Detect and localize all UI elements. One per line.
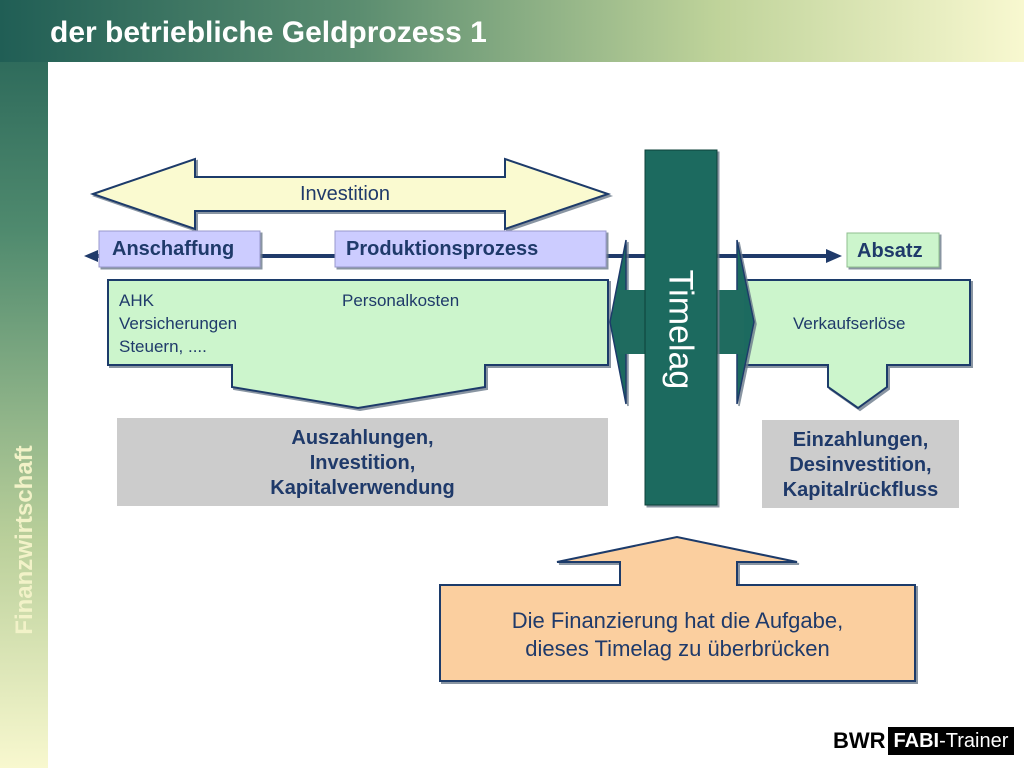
anschaffung-box bbox=[98, 230, 261, 268]
cost-versicherungen: Versicherungen bbox=[119, 314, 238, 333]
investition-label: Investition bbox=[300, 183, 391, 205]
logo-fabi-trainer-box: FABI-Trainer bbox=[887, 727, 1015, 755]
timelag-label: Timelag bbox=[661, 269, 700, 390]
einzahlungen-line-3: Kapitalrückfluss bbox=[782, 479, 939, 501]
auszahlungen-text: Auszahlungen, Investition, Kapitalverwen… bbox=[117, 426, 608, 501]
bwr-logo: BWR FABI-Trainer bbox=[833, 727, 1015, 755]
logo-fabi: FABI bbox=[893, 730, 940, 752]
title-bar: der betriebliche Geldprozess 1 bbox=[0, 0, 1024, 62]
financing-callout bbox=[439, 535, 916, 682]
sidebar: Finanzwirtschaft bbox=[0, 0, 48, 768]
auszahlungen-line-3: Kapitalverwendung bbox=[270, 477, 455, 499]
anschaffung-label: Anschaffung bbox=[112, 238, 235, 260]
auszahlungen-line-1: Auszahlungen, bbox=[291, 427, 434, 449]
absatz-label: Absatz bbox=[857, 240, 923, 262]
timelag-bar bbox=[644, 149, 718, 506]
investition-arrow bbox=[89, 157, 612, 231]
einzahlungen-text: Einzahlungen, Desinvestition, Kapitalrüc… bbox=[762, 428, 959, 503]
logo-bwr: BWR bbox=[833, 728, 886, 753]
revenue-label: Verkaufserlöse bbox=[793, 314, 906, 333]
einzahlungen-line-1: Einzahlungen, bbox=[792, 429, 929, 451]
cost-personalkosten: Personalkosten bbox=[342, 291, 460, 310]
process-line-right-head bbox=[826, 249, 842, 263]
logo-trainer: -Trainer bbox=[939, 730, 1009, 752]
process-line-left-head bbox=[84, 250, 98, 262]
einzahlungen-line-2: Desinvestition, bbox=[789, 454, 932, 476]
produktionsprozess-label: Produktionsprozess bbox=[346, 238, 539, 260]
slide-title: der betriebliche Geldprozess 1 bbox=[50, 16, 487, 49]
financing-line-1: Die Finanzierung hat die Aufgabe, bbox=[511, 608, 844, 633]
auszahlungen-line-2: Investition, bbox=[309, 452, 416, 474]
absatz-box bbox=[846, 232, 940, 268]
costs-block-arrow bbox=[107, 279, 609, 410]
cost-steuern: Steuern, .... bbox=[119, 337, 207, 356]
financing-text: Die Finanzierung hat die Aufgabe, dieses… bbox=[440, 607, 915, 663]
einzahlungen-box bbox=[762, 420, 959, 508]
auszahlungen-box bbox=[117, 418, 608, 506]
cost-ahk: AHK bbox=[119, 291, 154, 310]
revenue-block-arrow bbox=[741, 279, 971, 410]
financing-line-2: dieses Timelag zu überbrücken bbox=[525, 636, 830, 661]
produktionsprozess-box bbox=[334, 230, 607, 268]
